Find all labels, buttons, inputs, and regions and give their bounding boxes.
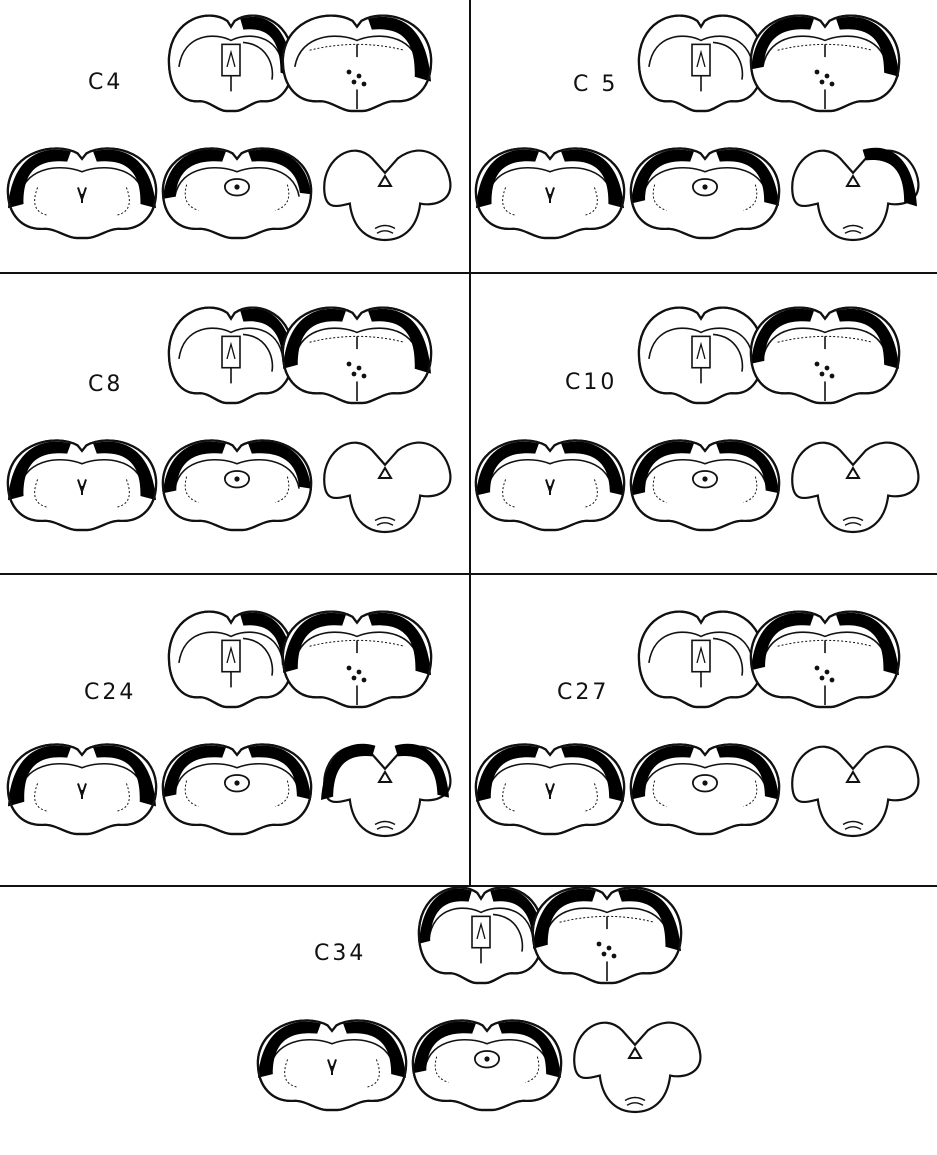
- section-thalamic: [631, 148, 779, 238]
- section-posterior-forebrain: [476, 744, 624, 834]
- section-mid-forebrain: [751, 308, 899, 403]
- aqueduct-dot: [484, 1056, 489, 1061]
- section-mid-forebrain: [751, 612, 899, 707]
- nucleus-dot: [357, 670, 362, 675]
- nucleus-dot: [820, 372, 825, 377]
- section-cerebellar: [324, 151, 450, 240]
- section-outline-hindbrain: [792, 747, 918, 836]
- panel-3: [8, 308, 451, 532]
- nucleus-dot: [820, 80, 825, 85]
- nucleus-dot: [357, 366, 362, 371]
- nucleus-dot: [357, 74, 362, 79]
- section-outline-hindbrain: [574, 1023, 700, 1112]
- nucleus-dot: [830, 678, 835, 683]
- aqueduct-dot: [702, 476, 707, 481]
- section-mid-forebrain: [283, 16, 431, 111]
- aqueduct-dot: [234, 476, 239, 481]
- nucleus-dot: [607, 946, 612, 951]
- section-mid-forebrain: [751, 16, 899, 111]
- section-posterior-forebrain: [8, 440, 156, 530]
- section-anterior-forebrain: [169, 308, 293, 403]
- aqueduct-dot: [702, 780, 707, 785]
- section-outline-hindbrain: [324, 151, 450, 240]
- panel-2: [476, 16, 919, 240]
- section-anterior-forebrain: [169, 16, 293, 111]
- aqueduct-dot: [234, 780, 239, 785]
- nucleus-dot: [825, 670, 830, 675]
- nucleus-dot: [825, 366, 830, 371]
- section-mid-forebrain: [533, 888, 681, 983]
- section-thalamic: [413, 1020, 561, 1110]
- nucleus-dot: [347, 362, 352, 367]
- section-cerebellar: [574, 1023, 700, 1112]
- section-posterior-forebrain: [8, 148, 156, 238]
- section-posterior-forebrain: [476, 148, 624, 238]
- section-thalamic: [163, 148, 311, 238]
- section-posterior-forebrain: [476, 440, 624, 530]
- section-thalamic: [163, 440, 311, 530]
- section-cerebellar: [324, 443, 450, 532]
- section-anterior-forebrain: [639, 612, 763, 707]
- section-posterior-forebrain: [8, 744, 156, 834]
- section-anterior-forebrain: [639, 308, 763, 403]
- panel-7: [258, 888, 701, 1112]
- nucleus-dot: [820, 676, 825, 681]
- nucleus-dot: [815, 362, 820, 367]
- section-thalamic: [631, 744, 779, 834]
- section-thalamic: [631, 440, 779, 530]
- nucleus-dot: [597, 942, 602, 947]
- section-outline: [639, 308, 763, 403]
- section-cerebellar: [792, 747, 918, 836]
- nucleus-dot: [347, 70, 352, 75]
- panel-4: [476, 308, 919, 532]
- section-cerebellar: [321, 744, 450, 836]
- section-outline-hindbrain: [792, 443, 918, 532]
- section-outline-hindbrain: [324, 443, 450, 532]
- nucleus-dot: [815, 666, 820, 671]
- section-anterior-forebrain: [169, 612, 293, 707]
- section-cerebellar: [792, 148, 918, 240]
- nucleus-dot: [830, 82, 835, 87]
- aqueduct-dot: [234, 184, 239, 189]
- nucleus-dot: [602, 952, 607, 957]
- panel-1: [8, 16, 451, 240]
- nucleus-dot: [815, 70, 820, 75]
- nucleus-dot: [352, 80, 357, 85]
- nucleus-dot: [352, 676, 357, 681]
- nucleus-dot: [830, 374, 835, 379]
- section-anterior-forebrain: [419, 888, 543, 983]
- section-anterior-forebrain: [639, 16, 763, 111]
- section-posterior-forebrain: [258, 1020, 406, 1110]
- panel-6: [476, 612, 919, 836]
- nucleus-dot: [825, 74, 830, 79]
- nucleus-dot: [362, 82, 367, 87]
- nucleus-dot: [362, 678, 367, 683]
- panel-5: [8, 612, 451, 836]
- nucleus-dot: [352, 372, 357, 377]
- section-outline: [639, 612, 763, 707]
- section-thalamic: [163, 744, 311, 834]
- section-outline: [639, 16, 763, 111]
- nucleus-dot: [612, 954, 617, 959]
- nucleus-dot: [362, 374, 367, 379]
- nucleus-dot: [347, 666, 352, 671]
- section-mid-forebrain: [283, 612, 431, 707]
- section-mid-forebrain: [283, 308, 431, 403]
- aqueduct-dot: [702, 184, 707, 189]
- section-cerebellar: [792, 443, 918, 532]
